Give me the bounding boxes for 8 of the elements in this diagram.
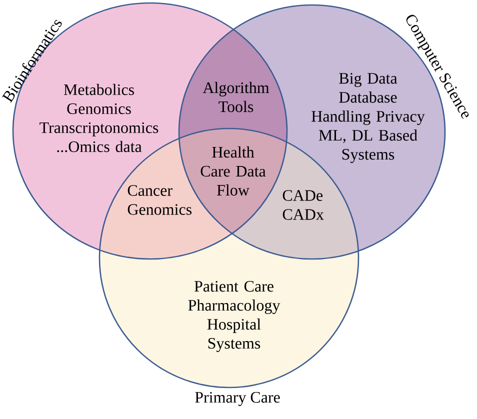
circle-title: Primary Care <box>195 392 280 406</box>
overlap-label: Cancer Genomics <box>128 185 192 215</box>
item-list: Big Data Database Handling Privacy ML, DL Based Systems <box>312 72 425 163</box>
overlap-label: Health Care Data Flow <box>200 146 266 196</box>
overlap-label: Algorithm Tools <box>202 82 270 112</box>
overlap-label: CADe CADx <box>282 190 324 220</box>
item-list: Metabolics Genomics Transcriptonomics ...Omics data <box>40 84 158 152</box>
item-list: Patient Care Pharmacology Hospital Systems <box>188 280 280 352</box>
